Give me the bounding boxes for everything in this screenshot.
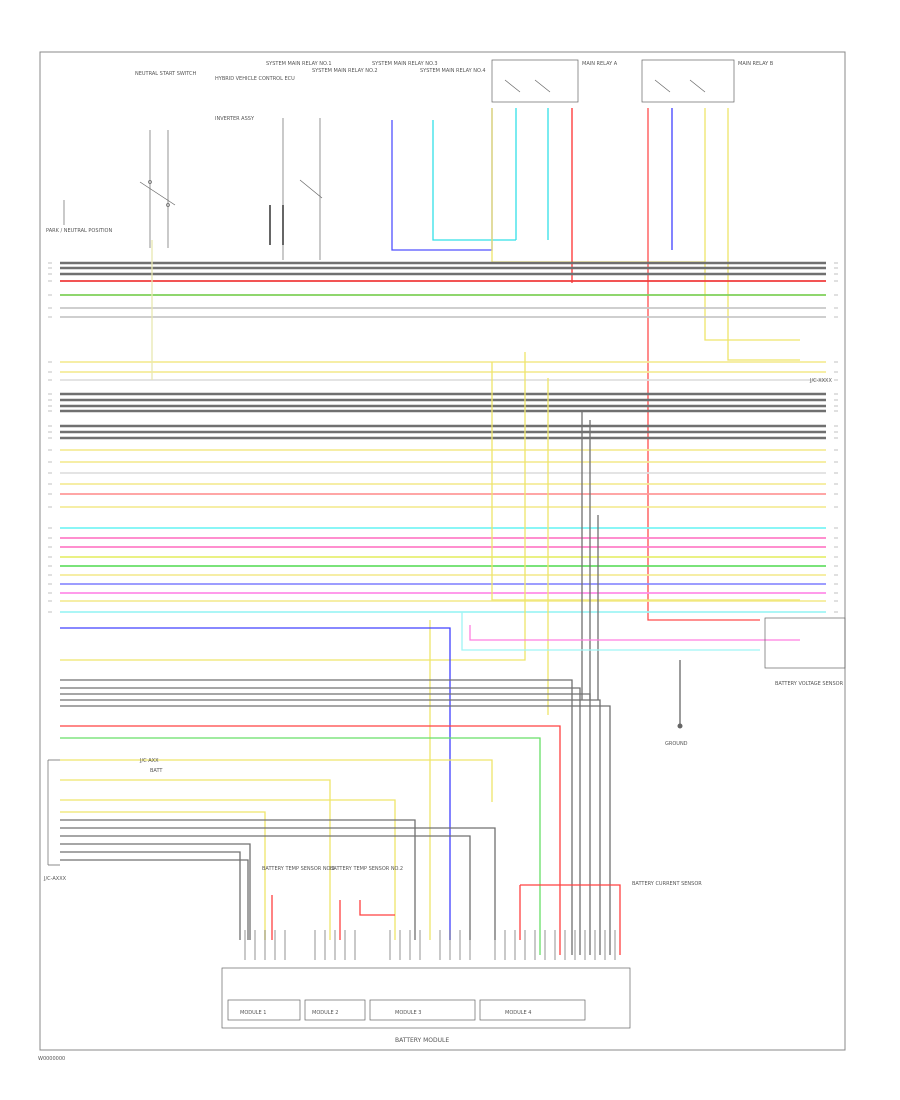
module-1-label: MODULE 1 — [240, 1010, 266, 1016]
vertical-drops — [60, 240, 800, 940]
temp-sensor-2-label: BATTERY TEMP SENSOR NO.2 — [330, 866, 403, 872]
relay4-label: SYSTEM MAIN RELAY NO.4 — [420, 68, 486, 74]
right-connector-label: J/C-XXXX — [809, 378, 832, 384]
left-connector-label: J/C-AXXX — [43, 876, 67, 882]
footer-label: BATTERY MODULE — [395, 1037, 449, 1044]
module-2-label: MODULE 2 — [312, 1010, 338, 1016]
battery-module-2 — [304, 999, 366, 1021]
wire-blue-top — [391, 108, 493, 251]
ecu-sub: INVERTER ASSY — [215, 116, 255, 122]
corner-code: W0000000 — [38, 1056, 65, 1062]
top-vertical-wires — [391, 108, 800, 621]
current-sensor-label: BATTERY CURRENT SENSOR — [632, 881, 702, 887]
diagram-frame — [39, 51, 846, 1051]
ground-icon — [677, 723, 683, 729]
wire-yellow-relay-b1 — [704, 108, 800, 341]
battery-module-1 — [227, 999, 301, 1021]
wire-cyan-top — [432, 120, 516, 241]
module-4-label: MODULE 4 — [505, 1010, 531, 1016]
module-3-label: MODULE 3 — [395, 1010, 421, 1016]
relay1-label: SYSTEM MAIN RELAY NO.1 — [266, 61, 332, 67]
top-components — [63, 59, 735, 260]
battery-modules — [221, 930, 631, 1029]
voltage-sensor-label: BATTERY VOLTAGE SENSOR — [775, 681, 844, 687]
relay3-label: SYSTEM MAIN RELAY NO.3 — [372, 61, 438, 67]
temp-sensor-1-label: BATTERY TEMP SENSOR NO.1 — [262, 866, 335, 872]
ecu-label: HYBRID VEHICLE CONTROL ECU — [215, 76, 295, 82]
neutral-start-switch — [63, 130, 176, 248]
main-relay-b — [641, 59, 735, 103]
wire-yellow-relay-b2 — [727, 108, 800, 361]
horizontal-bus — [48, 261, 838, 613]
inverter-switch — [269, 118, 323, 260]
left-connector-block — [47, 759, 60, 866]
voltage-sensor-box — [764, 617, 846, 669]
left-block-sub: BATT — [150, 768, 163, 774]
relay-b-label: MAIN RELAY B — [738, 61, 774, 67]
battery-module-4 — [479, 999, 586, 1021]
wire-yellow-relay — [491, 108, 705, 263]
lower-wires — [60, 679, 621, 955]
battery-module-3 — [369, 999, 476, 1021]
battery-module-outline — [221, 967, 631, 1029]
relay2-label: SYSTEM MAIN RELAY NO.2 — [312, 68, 378, 74]
neutral-switch-sub: PARK / NEUTRAL POSITION — [46, 228, 112, 234]
wire-red-relay-b — [647, 108, 760, 621]
main-relay-a — [491, 59, 579, 103]
left-block-header: J/C AXX — [139, 758, 159, 764]
relay-a-label: MAIN RELAY A — [582, 61, 618, 67]
ground-label: GROUND — [665, 741, 688, 747]
top-labels: NEUTRAL START SWITCH PARK / NEUTRAL POSI… — [46, 61, 774, 234]
neutral-switch-label: NEUTRAL START SWITCH — [135, 71, 197, 77]
